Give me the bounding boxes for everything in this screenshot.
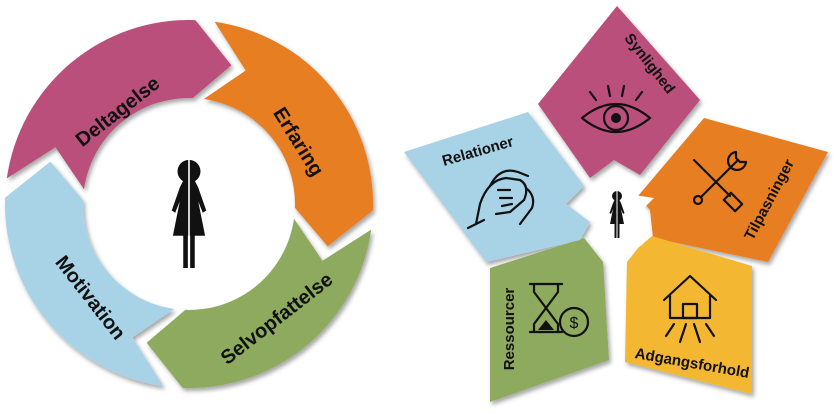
eye-icon: [580, 84, 652, 134]
star-diagram: [404, 6, 828, 402]
house-path-icon: [662, 274, 718, 344]
star-child-silhouette-icon: [609, 190, 625, 239]
svg-text:$: $: [570, 315, 579, 332]
star-petal-synlighed: [538, 6, 700, 178]
child-silhouette-icon: [171, 157, 207, 271]
star-petal-tilpasninger: [638, 118, 828, 262]
hourglass-coin-icon: $: [528, 282, 590, 338]
star-petal-adgangsforhold: [625, 236, 752, 394]
screwdriver-wrench-icon: [692, 150, 748, 213]
cycle-diagram: [4, 19, 374, 389]
cycle-segment-erfaring: [203, 21, 374, 247]
star-petal-relationer: [404, 112, 590, 262]
cycle-segment-selvopfattelse: [146, 218, 372, 389]
cycle-segment-motivation: [4, 161, 175, 387]
handshake-icon: [466, 169, 535, 230]
star-label-ressourcer: Ressourcer: [501, 288, 518, 371]
star-petal-ressourcer: [490, 238, 609, 402]
cycle-segment-deltagelse: [6, 19, 232, 190]
